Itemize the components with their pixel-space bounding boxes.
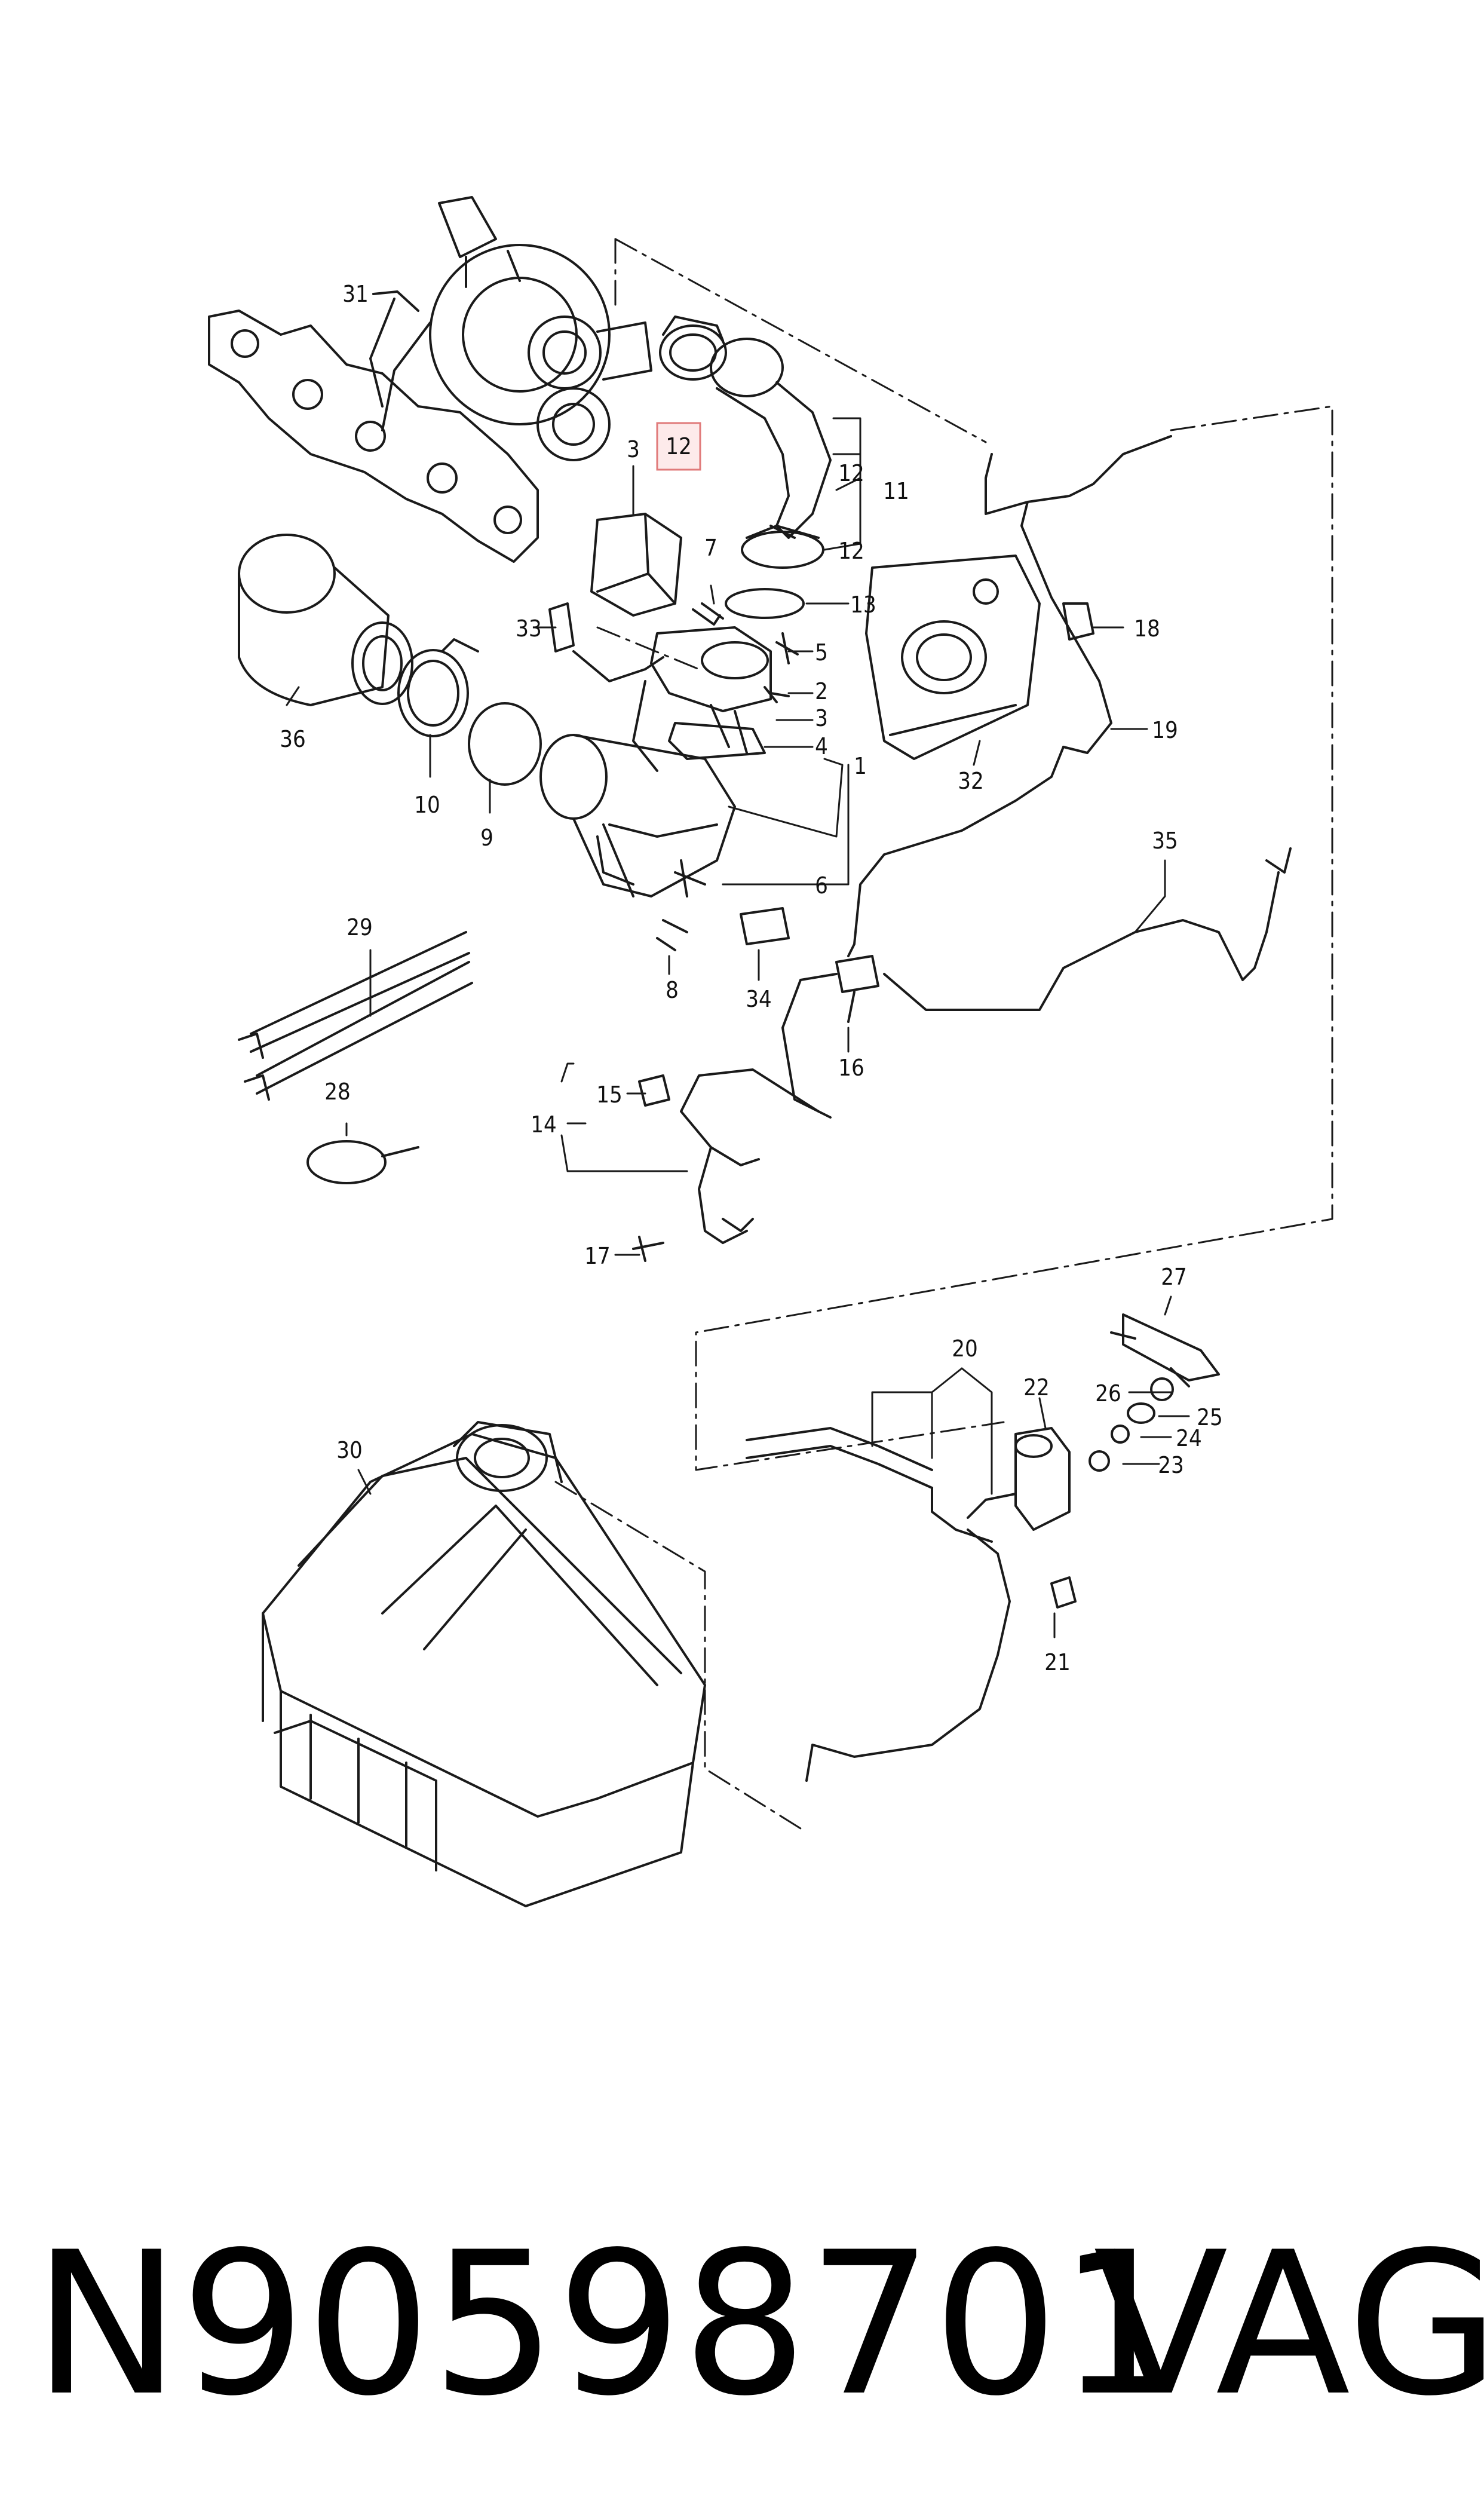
line-35-end [1265, 847, 1292, 874]
callout-14: 14 [531, 1111, 557, 1138]
cable-ties-29 [238, 931, 473, 1101]
callout-12-right: 12 [838, 460, 864, 486]
air-filter-housing-30 [262, 1421, 706, 1907]
part-number: N90598701 [33, 2210, 1184, 2439]
callout-3-mid: 3 [815, 705, 828, 731]
bracket-27 [1110, 1313, 1220, 1387]
nut-21 [1050, 1576, 1077, 1609]
callout-19: 19 [1152, 717, 1178, 743]
line-35 [883, 871, 1280, 1011]
hose-16 [781, 973, 838, 1119]
grommet-25 [1127, 1402, 1155, 1424]
callout-7: 7 [704, 535, 718, 561]
bolt-6 [674, 859, 706, 897]
callout-6: 6 [815, 872, 828, 899]
callout-23: 23 [1158, 1452, 1184, 1478]
vacuum-hose-long [847, 746, 1065, 957]
wire-33 [572, 650, 664, 772]
dash-dot-routing-lines [554, 238, 1333, 1830]
grommet-26 [1150, 1377, 1174, 1401]
plug-33 [548, 602, 575, 653]
vacuum-hose-19 [985, 435, 1172, 754]
leader-31 [372, 290, 419, 312]
filter-canister-36 [238, 534, 413, 706]
sensor-bracket-3 [590, 513, 682, 617]
callout-20: 20 [952, 1335, 978, 1362]
callout-35: 35 [1152, 828, 1178, 854]
callout-11: 11 [883, 478, 909, 504]
callout-9: 9 [480, 825, 493, 851]
callout-1: 1 [854, 753, 867, 779]
bracket-14-stub [722, 1218, 754, 1232]
callout-29: 29 [347, 914, 373, 941]
callout-28: 28 [324, 1079, 351, 1105]
bolt-17 [632, 1236, 664, 1262]
highlight-box [656, 422, 701, 471]
tube-assembly-14 [680, 1068, 820, 1244]
callout-31: 31 [342, 281, 369, 307]
callout-18: 18 [1134, 615, 1160, 642]
callout-36: 36 [280, 726, 306, 752]
callout-3-top: 3 [627, 436, 640, 462]
intake-hose-11 [710, 338, 832, 539]
bolt-8 [656, 919, 688, 951]
cylinder-head-cover-32 [865, 555, 1041, 760]
callout-12-highlighted: 12 [666, 433, 692, 460]
callout-22: 22 [1023, 1374, 1050, 1401]
callout-10: 10 [414, 792, 440, 818]
washer-23 [1089, 1450, 1110, 1472]
nut-15 [638, 1074, 670, 1107]
callout-32: 32 [958, 768, 984, 794]
clamp-10 [397, 638, 479, 737]
callout-12-lower: 12 [838, 538, 864, 564]
sleeve-34 [740, 907, 790, 945]
callout-17: 17 [584, 1243, 611, 1269]
callout-27: 27 [1161, 1264, 1187, 1290]
gasket-4 [668, 722, 766, 760]
bolt-7 [692, 602, 724, 626]
tie-loop-28 [306, 1140, 419, 1184]
callout-26: 26 [1095, 1380, 1121, 1407]
callout-2: 2 [815, 678, 828, 704]
connector-18 [1062, 602, 1094, 641]
callout-24: 24 [1176, 1425, 1202, 1451]
intake-pipe-1 [539, 734, 736, 897]
callout-33: 33 [516, 615, 542, 642]
leader-lines [286, 417, 1190, 1638]
callout-34: 34 [746, 986, 772, 1012]
callout-15: 15 [596, 1082, 623, 1108]
ring-9 [468, 702, 542, 786]
callout-labels: 31 12 3 12 11 7 12 13 33 5 2 3 4 1 36 10… [280, 281, 1223, 1675]
callout-30: 30 [336, 1437, 363, 1463]
callout-13: 13 [850, 592, 876, 618]
valve-16 [835, 955, 879, 1023]
callout-5: 5 [815, 639, 828, 666]
hose-clamp-12-top [659, 315, 727, 381]
callout-8: 8 [666, 977, 679, 1003]
gasket-13 [725, 588, 805, 619]
vacuum-lines-20 [746, 1427, 1017, 1782]
washer-24 [1111, 1425, 1130, 1444]
turbocharger-manifold [208, 196, 652, 563]
throttle-valve-body [650, 626, 772, 754]
bolt-5 [775, 632, 799, 664]
hose-clamp-12-lower [741, 525, 824, 569]
callout-25: 25 [1197, 1404, 1223, 1430]
callout-21: 21 [1044, 1649, 1071, 1675]
callout-16: 16 [838, 1055, 864, 1081]
brand-name: VAG [1093, 2210, 1484, 2439]
exploded-parts-diagram: 31 12 3 12 11 7 12 13 33 5 2 3 4 1 36 10… [208, 196, 1333, 1907]
valve-22 [1014, 1427, 1071, 1531]
callout-4: 4 [815, 733, 828, 759]
